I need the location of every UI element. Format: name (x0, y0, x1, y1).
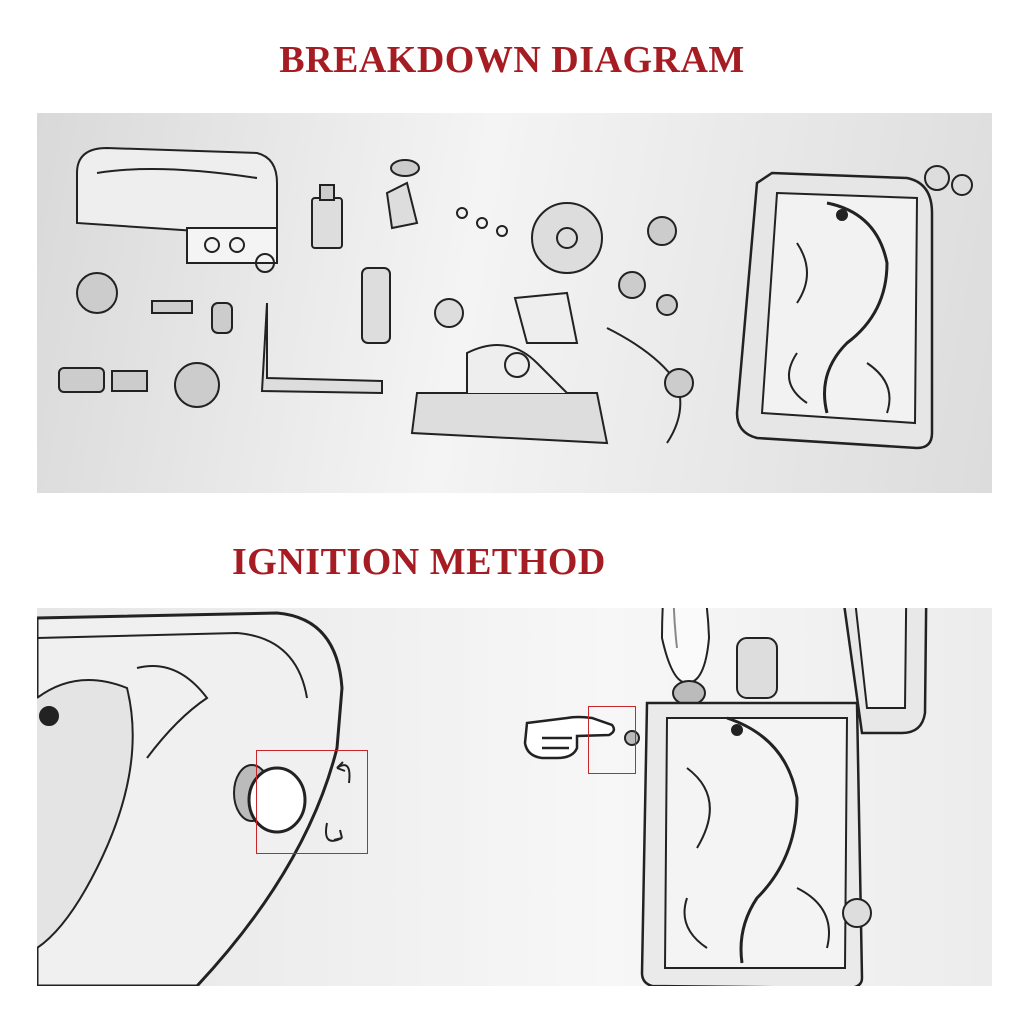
thumbwheel-highlight-box (256, 750, 368, 854)
lid-part (76, 146, 278, 273)
ignition-illustration (37, 608, 928, 986)
lit-lighter (624, 608, 928, 986)
lighter-closeup (37, 611, 344, 986)
pointing-hand-icon (523, 715, 616, 760)
breakdown-diagram-panel (37, 113, 992, 493)
small-parts (58, 159, 694, 445)
ignition-button-highlight-box (588, 706, 636, 774)
exploded-parts-illustration (58, 146, 973, 450)
rotate-arrows-icon (325, 761, 351, 842)
ignition-method-panel (37, 608, 992, 986)
breakdown-diagram-heading: BREAKDOWN DIAGRAM (279, 39, 745, 81)
lighter-body-part (735, 165, 973, 450)
ignition-method-heading: IGNITION METHOD (232, 541, 606, 583)
